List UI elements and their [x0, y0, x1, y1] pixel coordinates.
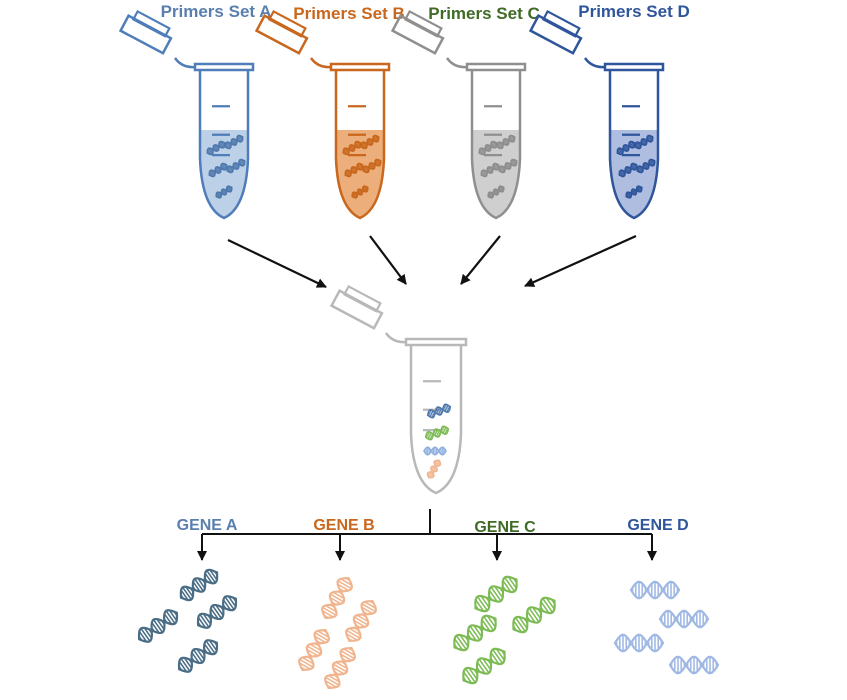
- gene-b-dna-group: [298, 576, 377, 690]
- dna-icon: [360, 134, 380, 150]
- dna-icon: [137, 609, 179, 643]
- tube-body: [334, 70, 386, 220]
- gene-d-dna-group: [613, 580, 720, 675]
- gene-c-dna-group: [453, 575, 556, 685]
- mixed-tube: [329, 284, 468, 495]
- tube-hinge: [583, 57, 606, 69]
- gene-d-label: GENE D: [627, 517, 688, 534]
- branch-connector: [197, 509, 657, 561]
- gene-a-label: GENE A: [177, 517, 238, 534]
- tube-liquid: [200, 130, 248, 218]
- dna-icon: [426, 403, 452, 419]
- dna-icon: [208, 162, 228, 178]
- tube-body: [198, 70, 250, 220]
- dna-icon: [324, 646, 356, 690]
- dna-icon: [498, 158, 518, 174]
- dna-icon: [345, 599, 377, 643]
- tube-body: [470, 70, 522, 220]
- dna-icon: [196, 595, 238, 629]
- tube-rim: [603, 62, 665, 72]
- tube-liquid: [610, 130, 658, 218]
- tube-lid: [390, 9, 445, 55]
- dna-icon: [618, 162, 638, 178]
- primer-tubes: [118, 9, 665, 220]
- tube-body: [608, 70, 660, 220]
- dna-icon: [474, 575, 518, 613]
- arrow-c: [460, 235, 501, 285]
- tube-liquid: [472, 130, 520, 218]
- primer-tube-c: [390, 9, 527, 220]
- primers-set-b-label: Primers Set B: [293, 4, 405, 23]
- dna-icon: [224, 134, 244, 150]
- tube-liquid: [336, 130, 384, 218]
- primer-tube-d: [528, 9, 665, 220]
- gene-c-label: GENE C: [474, 519, 536, 536]
- dna-icon: [629, 580, 681, 600]
- tube-rim: [329, 62, 391, 72]
- tube-body: [409, 345, 463, 495]
- dna-icon: [636, 158, 656, 174]
- gene-a-dna-group: [137, 568, 238, 673]
- dna-icon: [512, 596, 556, 634]
- dna-icon: [342, 140, 362, 156]
- arrow-d: [524, 234, 637, 288]
- arrow-a: [227, 239, 327, 288]
- dna-icon: [177, 639, 219, 673]
- dna-icon: [625, 185, 643, 199]
- dna-icon: [351, 185, 369, 199]
- dna-icon: [226, 158, 246, 174]
- converging-arrows: [227, 234, 637, 288]
- tube-lid: [528, 9, 583, 55]
- dna-icon: [215, 185, 233, 199]
- primers-set-a-label: Primers Set A: [161, 2, 272, 21]
- dna-icon: [179, 568, 219, 602]
- tube-rim: [404, 337, 468, 347]
- arrow-b: [369, 235, 407, 285]
- dna-icon: [478, 140, 498, 156]
- gene-b-label: GENE B: [313, 517, 374, 534]
- dna-icon: [487, 185, 505, 199]
- dna-icon: [426, 459, 442, 479]
- primers-set-d-label: Primers Set D: [578, 2, 690, 21]
- dna-icon: [613, 633, 665, 653]
- dna-icon: [616, 140, 636, 156]
- dna-icon: [658, 609, 710, 629]
- dna-icon: [668, 655, 720, 675]
- primer-tube-a: [118, 9, 255, 220]
- dna-icon: [424, 425, 450, 441]
- tube-hinge: [445, 57, 468, 69]
- dna-icon: [453, 614, 497, 652]
- dna-icon: [362, 158, 382, 174]
- mixed-tube: [329, 284, 468, 495]
- dna-icon: [344, 162, 364, 178]
- primer-tube-b: [254, 9, 391, 220]
- dna-icon: [480, 162, 500, 178]
- dna-icon: [298, 628, 330, 672]
- tube-hinge: [309, 57, 332, 69]
- tube-rim: [193, 62, 255, 72]
- tube-rim: [465, 62, 527, 72]
- tube-lid: [254, 9, 309, 55]
- dna-icon: [634, 134, 654, 150]
- dna-icon: [321, 576, 353, 620]
- tube-lid: [118, 9, 173, 55]
- dna-icon: [462, 647, 506, 685]
- tube-hinge: [384, 332, 407, 344]
- tube-hinge: [173, 57, 196, 69]
- dna-icon: [206, 140, 226, 156]
- primers-set-c-label: Primers Set C: [428, 4, 540, 23]
- tube-lid: [329, 284, 384, 330]
- dna-icon: [496, 134, 516, 150]
- gene-dna-groups: [137, 568, 720, 690]
- dna-icon: [423, 446, 447, 456]
